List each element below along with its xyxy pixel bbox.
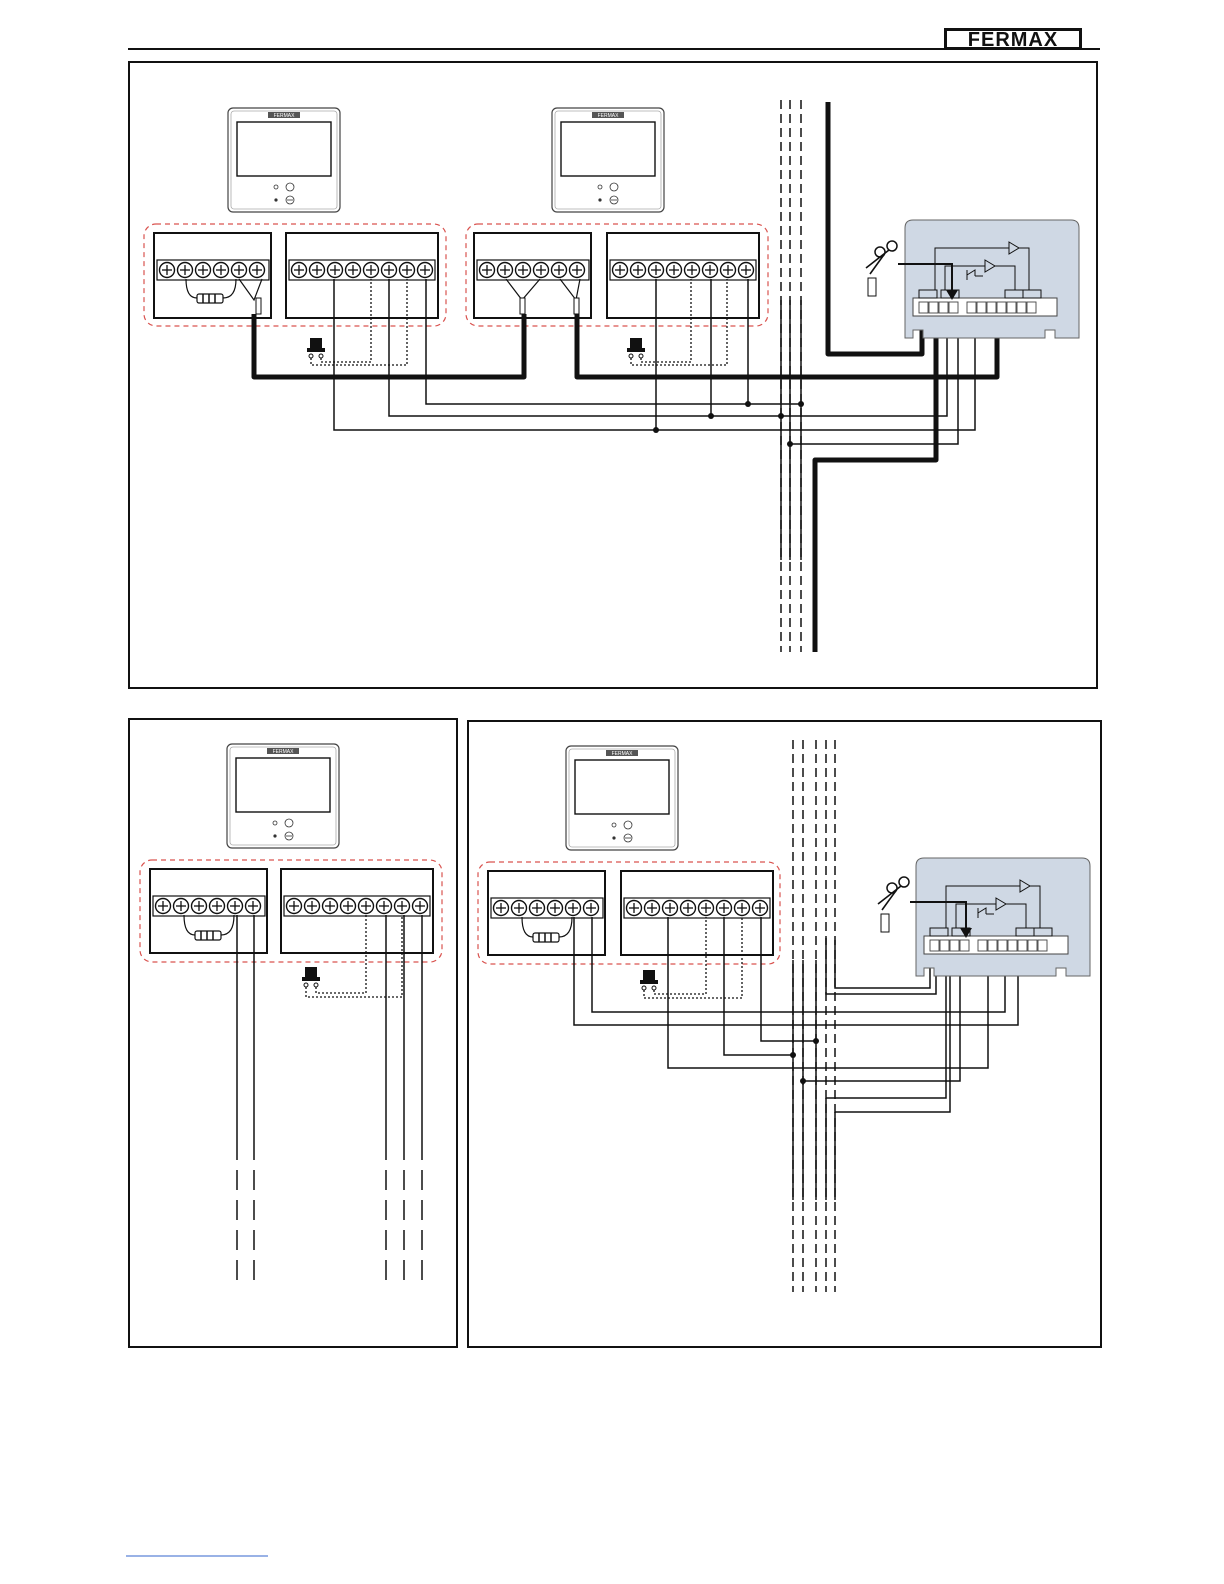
terminal-box: [607, 233, 759, 318]
resistor: [197, 294, 223, 303]
door-push-button: [640, 970, 658, 990]
door-push-button: [627, 338, 645, 358]
door-push-button: [302, 967, 320, 987]
resistor: [195, 931, 221, 940]
terminal-box: [621, 871, 773, 955]
scissors-icon: [878, 877, 909, 910]
monitor-unit: [566, 746, 678, 850]
scissors-icon: [866, 241, 897, 274]
door-push-button: [307, 338, 325, 358]
monitor-badge: FERMAX: [598, 113, 620, 119]
monitor-unit: [552, 108, 664, 212]
resistor: [533, 933, 559, 942]
panel-bottom-right: FERMAX: [468, 721, 1101, 1347]
monitor-badge: FERMAX: [612, 751, 634, 757]
brand-logo: FERMAX: [944, 28, 1082, 51]
jumper-cut-icon: [868, 278, 876, 296]
amplifier-unit: [905, 220, 1079, 338]
terminal-box: [286, 233, 438, 318]
monitor-badge: FERMAX: [273, 749, 295, 755]
panel-top: FERMAX FERMAX: [129, 62, 1097, 688]
panel-bottom-left: FERMAX: [129, 719, 457, 1347]
monitor-unit: [228, 108, 340, 212]
jumper-cut-icon: [881, 914, 889, 932]
monitor-badge: FERMAX: [274, 113, 296, 119]
monitor-unit: [227, 744, 339, 848]
terminal-box: [281, 869, 433, 953]
amplifier-unit: [916, 858, 1090, 976]
brand-logo-text: FERMAX: [968, 29, 1058, 51]
